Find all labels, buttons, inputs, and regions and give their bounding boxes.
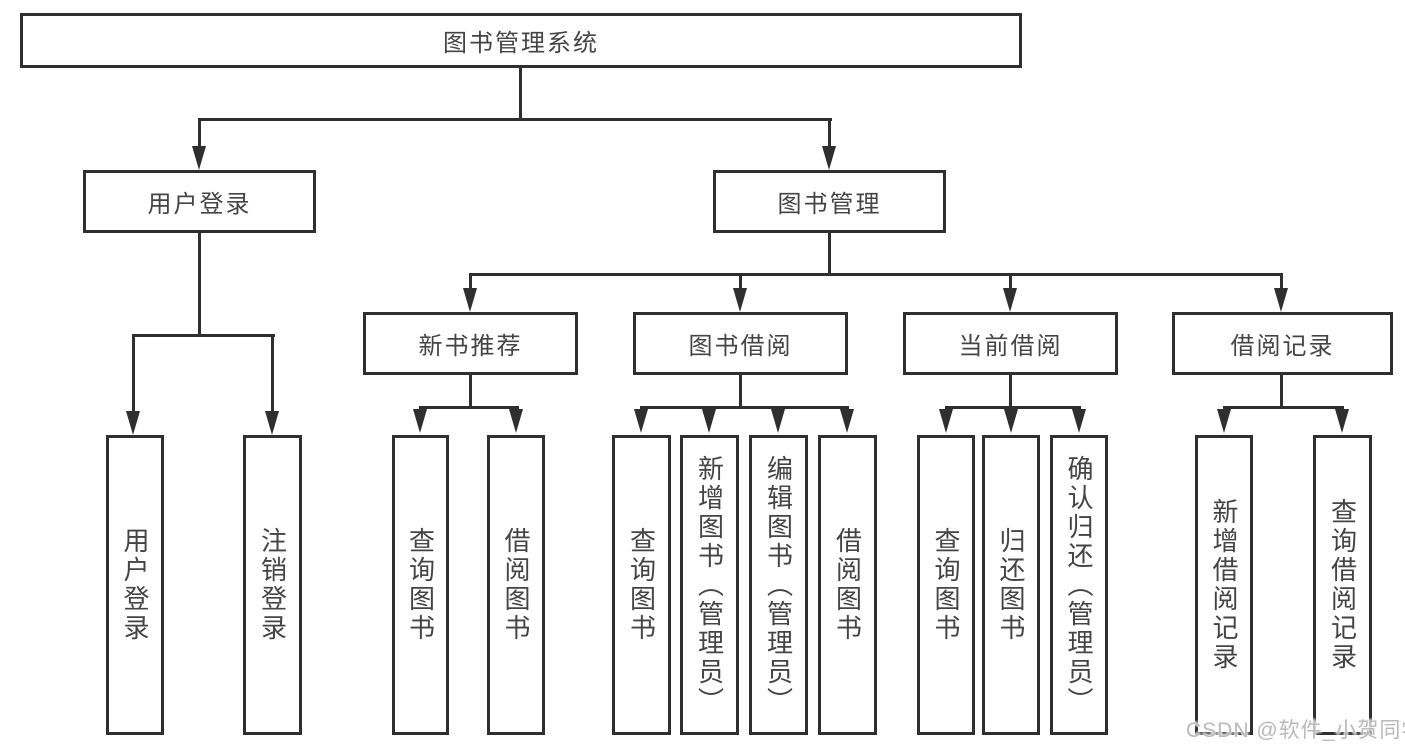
csdn-watermark: CSDN @软件_小贺同学 [1186, 719, 1405, 742]
connector-book-borrow-stem [739, 273, 742, 291]
arrowhead-bb-borrow [840, 409, 854, 433]
leaf-bb-query-books-label: 查询图书 [626, 527, 657, 643]
leaf-bb-add-books-admin: 新增图书（管理员） [680, 435, 739, 735]
node-book-management-label: 图书管理 [777, 191, 882, 218]
leaf-cb-confirm-return-admin-label: 确认归还（管理员） [1064, 454, 1094, 716]
node-root-library-system: 图书管理系统 [20, 13, 1022, 68]
node-current-borrow: 当前借阅 [903, 312, 1118, 375]
arrowhead-cb-query [939, 409, 953, 433]
leaf-nb-borrow-books: 借阅图书 [487, 435, 545, 735]
leaf-bb-add-books-admin-label: 新增图书（管理员） [694, 454, 725, 716]
leaf-br-add-record: 新增借阅记录 [1195, 435, 1253, 735]
arrowhead-bb-query [634, 409, 648, 433]
connector-user-login-stem [198, 118, 201, 150]
connector-borrow-record-rail [1223, 406, 1344, 409]
arrowhead-cb-confirm [1072, 409, 1086, 433]
arrowhead-current-borrow [1003, 288, 1017, 312]
arrowhead-br-query [1335, 409, 1349, 433]
node-book-management: 图书管理 [713, 170, 946, 233]
connector-borrow-record-down [1280, 375, 1283, 409]
arrowhead-user-login [192, 146, 206, 170]
node-book-borrow: 图书借阅 [633, 312, 848, 375]
leaf-bb-borrow-books-label: 借阅图书 [832, 527, 863, 643]
leaf-br-query-record-label: 查询借阅记录 [1327, 498, 1358, 672]
connector-new-book-rail [419, 406, 519, 409]
node-borrow-record: 借阅记录 [1172, 312, 1393, 375]
leaf-br-add-record-label: 新增借阅记录 [1209, 498, 1239, 672]
arrowhead-bb-add [702, 409, 716, 433]
arrowhead-new-book [463, 288, 477, 312]
leaf-br-query-record: 查询借阅记录 [1313, 435, 1372, 735]
leaf-cb-return-books: 归还图书 [982, 435, 1040, 735]
node-user-login-label: 用户登录 [147, 191, 252, 218]
arrowhead-logout-leaf [265, 411, 279, 435]
arrowhead-borrow-record [1274, 288, 1288, 312]
connector-root-stem [519, 68, 522, 121]
connector-borrow-record-stem [1280, 273, 1283, 291]
leaf-cb-return-books-label: 归还图书 [996, 527, 1026, 643]
leaf-user-login: 用户登录 [106, 435, 164, 735]
connector-current-borrow-stem [1009, 273, 1012, 291]
leaf-cb-confirm-return-admin: 确认归还（管理员） [1050, 435, 1108, 735]
arrowhead-nb-query [413, 409, 427, 433]
node-root-label: 图书管理系统 [443, 30, 599, 57]
leaf-user-login-label: 用户登录 [120, 527, 150, 643]
leaf-nb-borrow-books-label: 借阅图书 [501, 527, 531, 643]
node-current-borrow-label: 当前借阅 [958, 333, 1063, 360]
connector-user-login-down [198, 233, 201, 337]
node-user-login: 用户登录 [83, 170, 316, 233]
arrowhead-book-borrow [733, 288, 747, 312]
connector-current-borrow-rail [945, 406, 1081, 409]
node-new-book-recommend: 新书推荐 [363, 312, 578, 375]
leaf-bb-borrow-books: 借阅图书 [818, 435, 877, 735]
connector-new-book-stem [469, 273, 472, 291]
connector-current-borrow-down [1009, 375, 1012, 409]
connector-book-mgmt-down [828, 233, 831, 276]
connector-book-borrow-rail [640, 406, 849, 409]
connector-user-login-rail [132, 334, 275, 337]
connector-login-leaf-stem [132, 334, 135, 414]
connector-logout-leaf-stem [271, 334, 274, 414]
arrowhead-br-add [1217, 409, 1231, 433]
leaf-bb-edit-books-admin-label: 编辑图书（管理员） [763, 454, 794, 716]
connector-book-borrow-down [739, 375, 742, 409]
arrowhead-login-leaf [126, 411, 140, 435]
leaf-nb-query-books: 查询图书 [392, 435, 449, 735]
leaf-logout: 注销登录 [243, 435, 302, 735]
arrowhead-bb-edit [771, 409, 785, 433]
leaf-cb-query-books: 查询图书 [917, 435, 975, 735]
arrowhead-cb-return [1004, 409, 1018, 433]
connector-new-book-down [469, 375, 472, 409]
leaf-logout-label: 注销登录 [257, 527, 288, 643]
connector-book-mgmt-stem [828, 118, 831, 150]
arrowhead-book-mgmt [822, 146, 836, 170]
leaf-bb-edit-books-admin: 编辑图书（管理员） [749, 435, 808, 735]
node-borrow-record-label: 借阅记录 [1230, 333, 1335, 360]
connector-level2-rail [198, 118, 832, 121]
arrowhead-nb-borrow [509, 409, 523, 433]
leaf-bb-query-books: 查询图书 [612, 435, 671, 735]
node-new-book-recommend-label: 新书推荐 [418, 333, 523, 360]
connector-level3-rail [469, 273, 1283, 276]
node-book-borrow-label: 图书借阅 [688, 333, 793, 360]
leaf-cb-query-books-label: 查询图书 [931, 527, 961, 643]
leaf-nb-query-books-label: 查询图书 [405, 527, 436, 643]
